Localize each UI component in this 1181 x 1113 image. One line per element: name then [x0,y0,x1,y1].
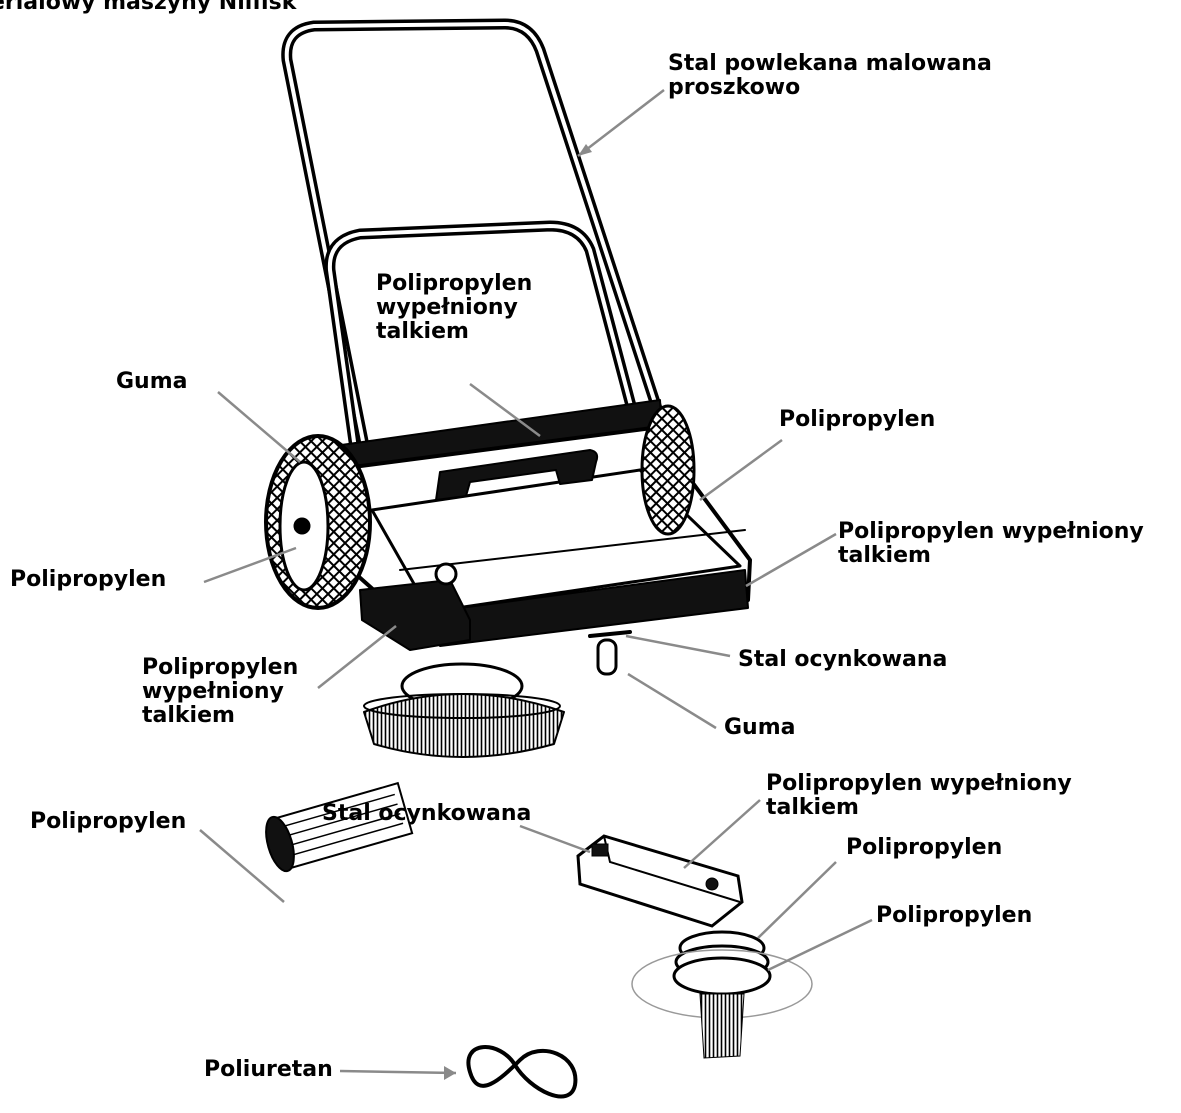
label-handle: Stal powlekana malowana proszkowo [668,52,992,100]
left-wheel [266,436,370,608]
label-brush-hub: Polipropylen [846,836,1002,860]
leader-belt [340,1071,456,1073]
leader-caster-mount [626,636,730,656]
side-brush-arm [360,580,470,650]
label-wheel-hub: Polipropylen [10,568,166,592]
label-belt: Poliuretan [204,1058,333,1082]
leader-arm-pin [520,826,590,852]
leader-arm-left [318,626,396,688]
label-brush-bristles: Polipropylen [876,904,1032,928]
leader-brush-hub [758,862,836,938]
brush-assembly-drawing [578,836,812,1058]
leader-handle [578,90,664,156]
leader-wheel-tire [218,392,300,462]
right-wheel [642,406,694,534]
label-arm-body: Polipropylen wypełniony talkiem [766,772,1072,820]
label-arm-left: Polipropylen wypełniony talkiem [142,656,298,728]
leader-brush-bristles [768,920,872,970]
label-wheel-tire: Guma [116,370,188,394]
label-caster-mount: Stal ocynkowana [738,648,947,672]
leader-caster-wheel [628,674,716,728]
leader-body-cover [700,440,782,500]
leader-side-right [746,534,836,586]
leader-arm-body [684,800,760,868]
belt-drawing [468,1047,575,1096]
label-roller-brush: Polipropylen [30,810,186,834]
roller-brush-drawing [261,781,413,874]
label-arm-pin: Stal ocynkowana [322,802,531,826]
label-side-right: Polipropylen wypełniony talkiem [838,520,1144,568]
caster-wheel-drawing [590,632,630,674]
label-cover-handle: Polipropylen wypełniony talkiem [376,272,532,344]
side-brush [364,664,564,757]
label-caster-wheel: Guma [724,716,796,740]
label-body-cover: Polipropylen [779,408,935,432]
